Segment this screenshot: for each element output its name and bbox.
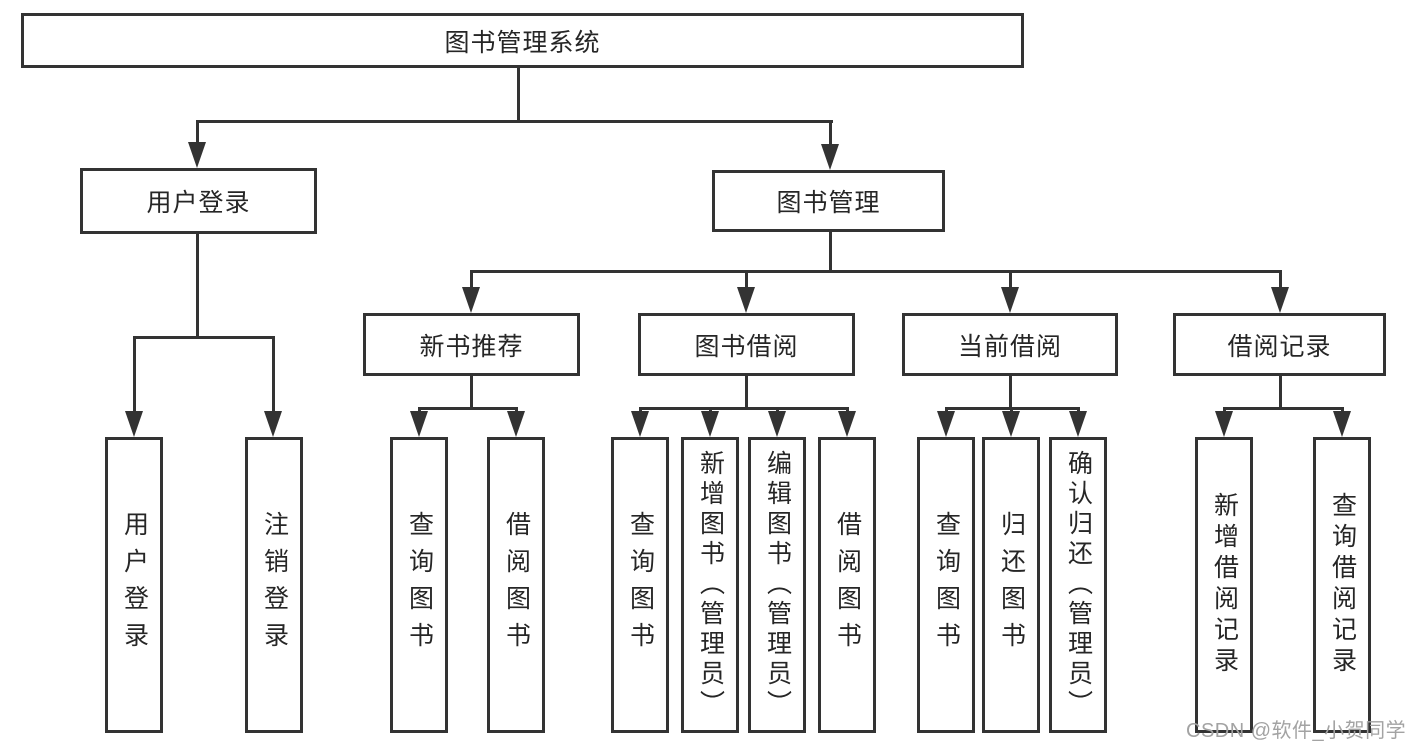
leaf-query-borrow-record: 查询借阅记录 xyxy=(1313,437,1371,733)
csdn-watermark: CSDN @软件_小贺同学 xyxy=(1186,720,1405,742)
node-borrowing-records: 借阅记录 xyxy=(1173,313,1386,376)
arrow-down-icon xyxy=(410,411,428,437)
node-library-management-system: 图书管理系统 xyxy=(21,13,1024,68)
connector-book-management-stem xyxy=(829,120,832,148)
arrow-down-icon xyxy=(507,411,525,437)
leaf-return-book: 归还图书 xyxy=(982,437,1040,733)
arrow-down-icon xyxy=(737,287,755,313)
arrow-down-icon xyxy=(821,144,839,170)
node-label: 编辑图书（管理员） xyxy=(763,450,792,720)
node-label: 注销登录 xyxy=(260,511,289,659)
connector-leaf-bar xyxy=(639,407,849,410)
node-label: 新书推荐 xyxy=(419,332,524,361)
node-label: 图书管理系统 xyxy=(444,28,601,57)
node-user-login: 用户登录 xyxy=(80,168,317,234)
connector-level3-bar xyxy=(470,270,1282,273)
arrow-down-icon xyxy=(1002,411,1020,437)
node-label: 图书管理 xyxy=(776,189,881,217)
leaf-query-books-current: 查询图书 xyxy=(917,437,975,733)
arrow-down-icon xyxy=(264,411,282,437)
arrow-down-icon xyxy=(188,142,206,168)
connector-leaf-stem xyxy=(133,336,136,416)
node-label: 查询图书 xyxy=(626,511,655,659)
leaf-edit-book-admin: 编辑图书（管理员） xyxy=(748,437,806,733)
connector-level2-bar xyxy=(196,120,833,123)
arrow-down-icon xyxy=(1333,411,1351,437)
connector-level3-stem xyxy=(745,270,748,292)
arrow-down-icon xyxy=(1069,411,1087,437)
connector-parent-stem xyxy=(1009,376,1012,410)
leaf-add-borrow-record: 新增借阅记录 xyxy=(1195,437,1253,733)
connector-user-login-stem xyxy=(196,120,199,146)
arrow-down-icon xyxy=(1215,411,1233,437)
leaf-borrow-books-borrowing: 借阅图书 xyxy=(818,437,876,733)
connector-parent-stem xyxy=(745,376,748,410)
node-label: 归还图书 xyxy=(997,511,1026,659)
node-label: 查询图书 xyxy=(932,511,961,659)
arrow-down-icon xyxy=(768,411,786,437)
node-label: 当前借阅 xyxy=(957,332,1062,361)
leaf-query-books-borrowing: 查询图书 xyxy=(611,437,669,733)
leaf-logout: 注销登录 xyxy=(245,437,303,733)
arrow-down-icon xyxy=(462,287,480,313)
node-label: 图书借阅 xyxy=(694,332,799,361)
node-label: 用户登录 xyxy=(146,189,251,217)
arrow-down-icon xyxy=(701,411,719,437)
leaf-confirm-return-admin: 确认归还（管理员） xyxy=(1049,437,1107,733)
node-label: 借阅图书 xyxy=(833,511,862,659)
leaf-query-books-recommend: 查询图书 xyxy=(390,437,448,733)
leaf-borrow-books-recommend: 借阅图书 xyxy=(487,437,545,733)
arrow-down-icon xyxy=(838,411,856,437)
leaf-user-login: 用户登录 xyxy=(105,437,163,733)
connector-level3-stem xyxy=(1009,270,1012,292)
connector-user-login-bar xyxy=(133,336,275,339)
node-new-book-recommendation: 新书推荐 xyxy=(363,313,580,376)
connector-level3-stem xyxy=(1279,270,1282,292)
connector-book-management-down xyxy=(829,232,832,273)
node-label: 新增借阅记录 xyxy=(1210,492,1239,678)
node-book-borrowing: 图书借阅 xyxy=(638,313,855,376)
node-current-borrowing: 当前借阅 xyxy=(902,313,1118,376)
node-label: 新增图书（管理员） xyxy=(696,450,725,720)
arrow-down-icon xyxy=(937,411,955,437)
node-label: 用户登录 xyxy=(120,511,149,659)
connector-leaf-bar xyxy=(1223,407,1344,410)
node-label: 借阅记录 xyxy=(1227,332,1332,361)
arrow-down-icon xyxy=(125,411,143,437)
connector-parent-stem xyxy=(470,376,473,410)
arrow-down-icon xyxy=(1271,287,1289,313)
node-label: 确认归还（管理员） xyxy=(1064,450,1093,720)
connector-level3-stem xyxy=(470,270,473,292)
connector-user-login-down xyxy=(196,234,199,339)
connector-root-stem xyxy=(517,68,520,122)
node-label: 借阅图书 xyxy=(502,511,531,659)
node-label: 查询借阅记录 xyxy=(1328,492,1357,678)
node-book-management: 图书管理 xyxy=(712,170,945,232)
arrow-down-icon xyxy=(631,411,649,437)
connector-leaf-bar xyxy=(418,407,518,410)
connector-parent-stem xyxy=(1279,376,1282,410)
arrow-down-icon xyxy=(1001,287,1019,313)
node-label: 查询图书 xyxy=(405,511,434,659)
leaf-add-book-admin: 新增图书（管理员） xyxy=(681,437,739,733)
connector-leaf-stem xyxy=(272,336,275,416)
